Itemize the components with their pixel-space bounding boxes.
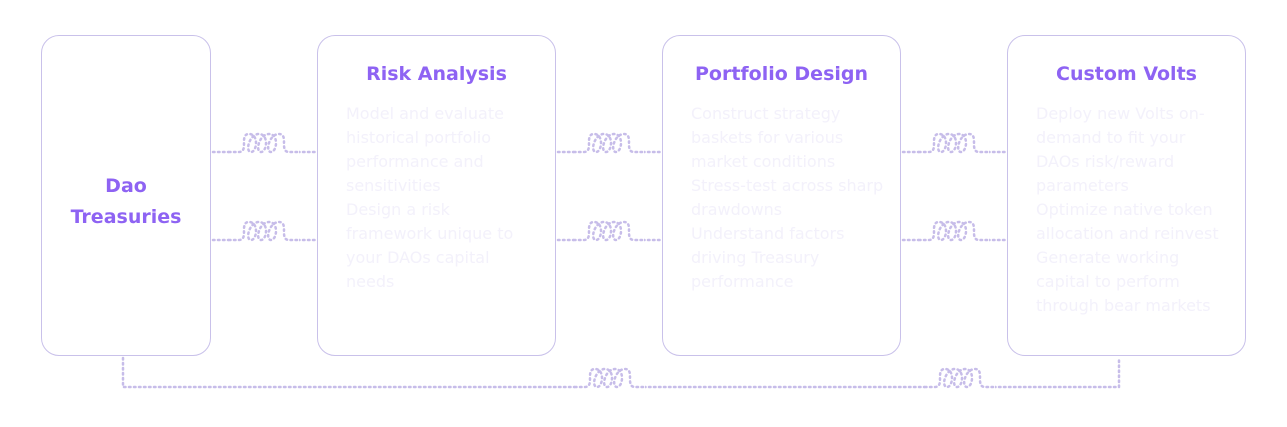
node-item-list: Model and evaluate historical portfolio …: [346, 102, 541, 294]
node-title: Risk Analysis: [366, 63, 507, 85]
connector-portfolio-volts-bottom: [901, 218, 1007, 258]
list-item: Construct strategy baskets for various m…: [691, 104, 844, 171]
connector-loop-back: [121, 356, 1121, 409]
list-item: Understand factors driving Treasury perf…: [691, 224, 845, 291]
node-title: Custom Volts: [1056, 63, 1197, 85]
list-item: Model and evaluate historical portfolio …: [346, 104, 504, 195]
connector-risk-portfolio-top: [556, 130, 662, 170]
node-item-list: Deploy new Volts on-demand to fit your D…: [1036, 102, 1231, 318]
list-item: Deploy new Volts on-demand to fit your D…: [1036, 104, 1205, 195]
connector-portfolio-volts-top: [901, 130, 1007, 170]
list-item: Stress-test across sharp drawdowns: [691, 176, 884, 219]
connector-dao-risk-top: [211, 130, 317, 170]
node-custom-volts: Custom Volts Deploy new Volts on-demand …: [1007, 35, 1246, 356]
list-item: Optimize native token allocation and rei…: [1036, 200, 1219, 243]
node-title: Portfolio Design: [694, 63, 869, 85]
node-portfolio-design: Portfolio Design Construct strategy bask…: [662, 35, 901, 356]
connector-dao-risk-bottom: [211, 218, 317, 258]
list-item: Generate working capital to perform thro…: [1036, 248, 1211, 315]
list-item: Design a risk framework unique to your D…: [346, 200, 514, 291]
node-item-list: Construct strategy baskets for various m…: [691, 102, 886, 294]
node-risk-analysis: Risk Analysis Model and evaluate histori…: [317, 35, 556, 356]
connector-risk-portfolio-bottom: [556, 218, 662, 258]
